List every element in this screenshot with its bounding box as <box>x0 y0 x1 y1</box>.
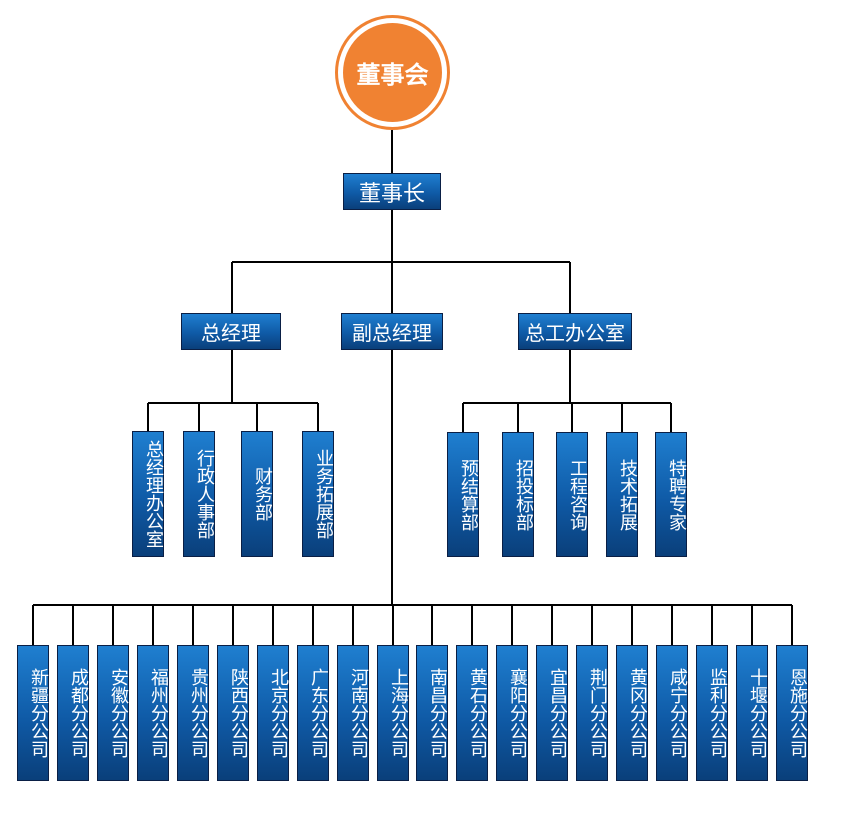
branch-office-box: 安徽分公司 <box>97 645 129 781</box>
branch-office-box: 黄石分公司 <box>456 645 488 781</box>
branch-office-box: 贵州分公司 <box>177 645 209 781</box>
chief-engineer-office-box: 总工办公室 <box>518 313 632 350</box>
general-manager-box: 总经理 <box>181 313 281 350</box>
branch-office-box: 襄阳分公司 <box>496 645 528 781</box>
branch-office-box-label: 恩施分公司 <box>787 668 808 758</box>
chief-engineer-department-box-label: 预结算部 <box>458 458 479 531</box>
gm-department-box-label: 总经理办公室 <box>143 440 164 548</box>
branch-office-box: 成都分公司 <box>57 645 89 781</box>
chief-engineer-department-box: 特聘专家 <box>655 432 687 557</box>
deputy-general-manager-box: 副总经理 <box>341 313 443 350</box>
chief-engineer-department-box: 招投标部 <box>502 432 534 557</box>
branch-office-box: 福州分公司 <box>137 645 169 781</box>
branch-office-box-label: 黄石分公司 <box>467 668 488 758</box>
chief-engineer-department-box-label: 招投标部 <box>513 458 534 531</box>
board-node: 董事会 <box>335 15 450 130</box>
branch-office-box-label: 宜昌分公司 <box>547 668 568 758</box>
chief-engineer-department-box-label: 技术拓展 <box>617 458 638 531</box>
gm-department-box-label: 业务拓展部 <box>313 449 334 539</box>
branch-office-box-label: 荆门分公司 <box>587 668 608 758</box>
branch-office-box-label: 福州分公司 <box>148 668 169 758</box>
gm-department-box-label: 行政人事部 <box>194 449 215 539</box>
branch-office-box-label: 新疆分公司 <box>28 668 49 758</box>
gm-department-box: 总经理办公室 <box>132 431 164 557</box>
board-label: 董事会 <box>343 23 442 122</box>
branch-office-box-label: 广东分公司 <box>308 668 329 758</box>
branch-office-box: 河南分公司 <box>337 645 369 781</box>
gm-department-box: 财务部 <box>241 431 273 557</box>
branch-office-box: 陕西分公司 <box>217 645 249 781</box>
branch-office-box: 北京分公司 <box>257 645 289 781</box>
branch-office-box: 咸宁分公司 <box>656 645 688 781</box>
branch-office-box-label: 上海分公司 <box>388 668 409 758</box>
branch-office-box-label: 成都分公司 <box>68 668 89 758</box>
branch-office-box: 新疆分公司 <box>17 645 49 781</box>
branch-office-box: 恩施分公司 <box>776 645 808 781</box>
branch-office-box: 黄冈分公司 <box>616 645 648 781</box>
branch-office-box-label: 南昌分公司 <box>427 668 448 758</box>
gm-department-box-label: 财务部 <box>252 467 273 521</box>
branch-office-box: 上海分公司 <box>377 645 409 781</box>
branch-office-box: 十堰分公司 <box>736 645 768 781</box>
gm-department-box: 行政人事部 <box>183 431 215 557</box>
branch-office-box-label: 河南分公司 <box>348 668 369 758</box>
branch-office-box-label: 黄冈分公司 <box>627 668 648 758</box>
branch-office-box-label: 安徽分公司 <box>108 668 129 758</box>
chief-engineer-department-box: 工程咨询 <box>556 432 588 557</box>
branch-office-box: 广东分公司 <box>297 645 329 781</box>
branch-office-box-label: 监利分公司 <box>707 668 728 758</box>
chairman-box: 董事长 <box>343 173 441 210</box>
branch-office-box-label: 十堰分公司 <box>747 668 768 758</box>
branch-office-box: 荆门分公司 <box>576 645 608 781</box>
branch-office-box: 宜昌分公司 <box>536 645 568 781</box>
chief-engineer-department-box-label: 特聘专家 <box>666 458 687 531</box>
branch-office-box-label: 贵州分公司 <box>188 668 209 758</box>
chief-engineer-department-box-label: 工程咨询 <box>567 458 588 531</box>
branch-office-box-label: 陕西分公司 <box>228 668 249 758</box>
chief-engineer-department-box: 技术拓展 <box>606 432 638 557</box>
chief-engineer-department-box: 预结算部 <box>447 432 479 557</box>
branch-office-box: 南昌分公司 <box>416 645 448 781</box>
gm-department-box: 业务拓展部 <box>302 431 334 557</box>
branch-office-box: 监利分公司 <box>696 645 728 781</box>
branch-office-box-label: 咸宁分公司 <box>667 668 688 758</box>
branch-office-box-label: 襄阳分公司 <box>507 668 528 758</box>
branch-office-box-label: 北京分公司 <box>268 668 289 758</box>
